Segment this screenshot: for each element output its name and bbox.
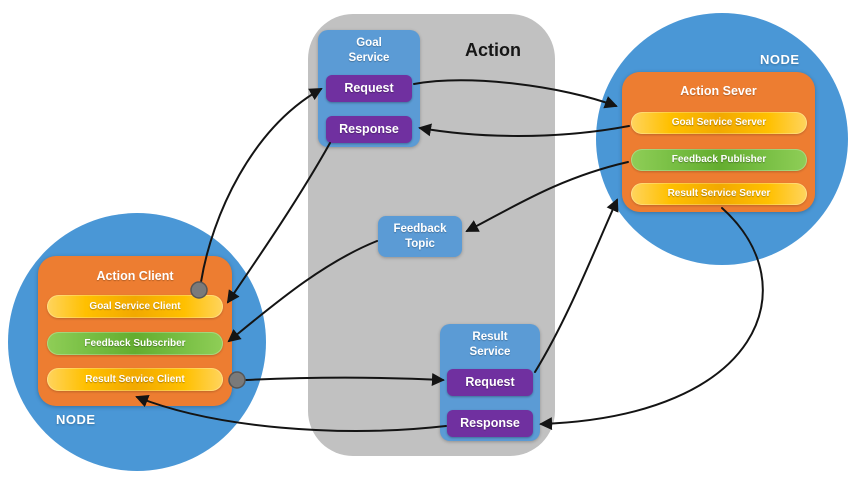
- goal-service-title: Goal Service: [348, 37, 390, 64]
- feedback-subscriber-pill: Feedback Subscriber: [47, 332, 223, 355]
- result-request-button: Request: [447, 369, 533, 396]
- goal-service-client-pill: Goal Service Client: [47, 295, 223, 318]
- goal-service-box: Goal Service Request Response: [318, 30, 420, 147]
- goal-service-server-pill: Goal Service Server: [631, 112, 807, 134]
- feedback-publisher-pill: Feedback Publisher: [631, 149, 807, 171]
- action-container-title: Action: [465, 40, 521, 60]
- action-server-title: Action Sever: [680, 84, 757, 98]
- result-service-server-pill: Result Service Server: [631, 183, 807, 205]
- action-server-box: Action Sever Goal Service Server Feedbac…: [622, 72, 815, 212]
- goal-request-button: Request: [326, 75, 412, 102]
- result-service-title: Result Service: [469, 331, 511, 358]
- result-response-button: Response: [447, 410, 533, 437]
- server-node-label: NODE: [760, 52, 800, 67]
- goal-response-button: Response: [326, 116, 412, 143]
- feedback-topic-box: Feedback Topic: [378, 216, 462, 257]
- result-service-box: Result Service Request Response: [440, 324, 540, 441]
- feedback-topic-title: Feedback Topic: [393, 222, 447, 250]
- action-client-box: Action Client Goal Service Client Feedba…: [38, 256, 232, 406]
- action-client-title: Action Client: [96, 269, 174, 283]
- result-service-client-pill: Result Service Client: [47, 368, 223, 391]
- client-node-label: NODE: [56, 412, 96, 427]
